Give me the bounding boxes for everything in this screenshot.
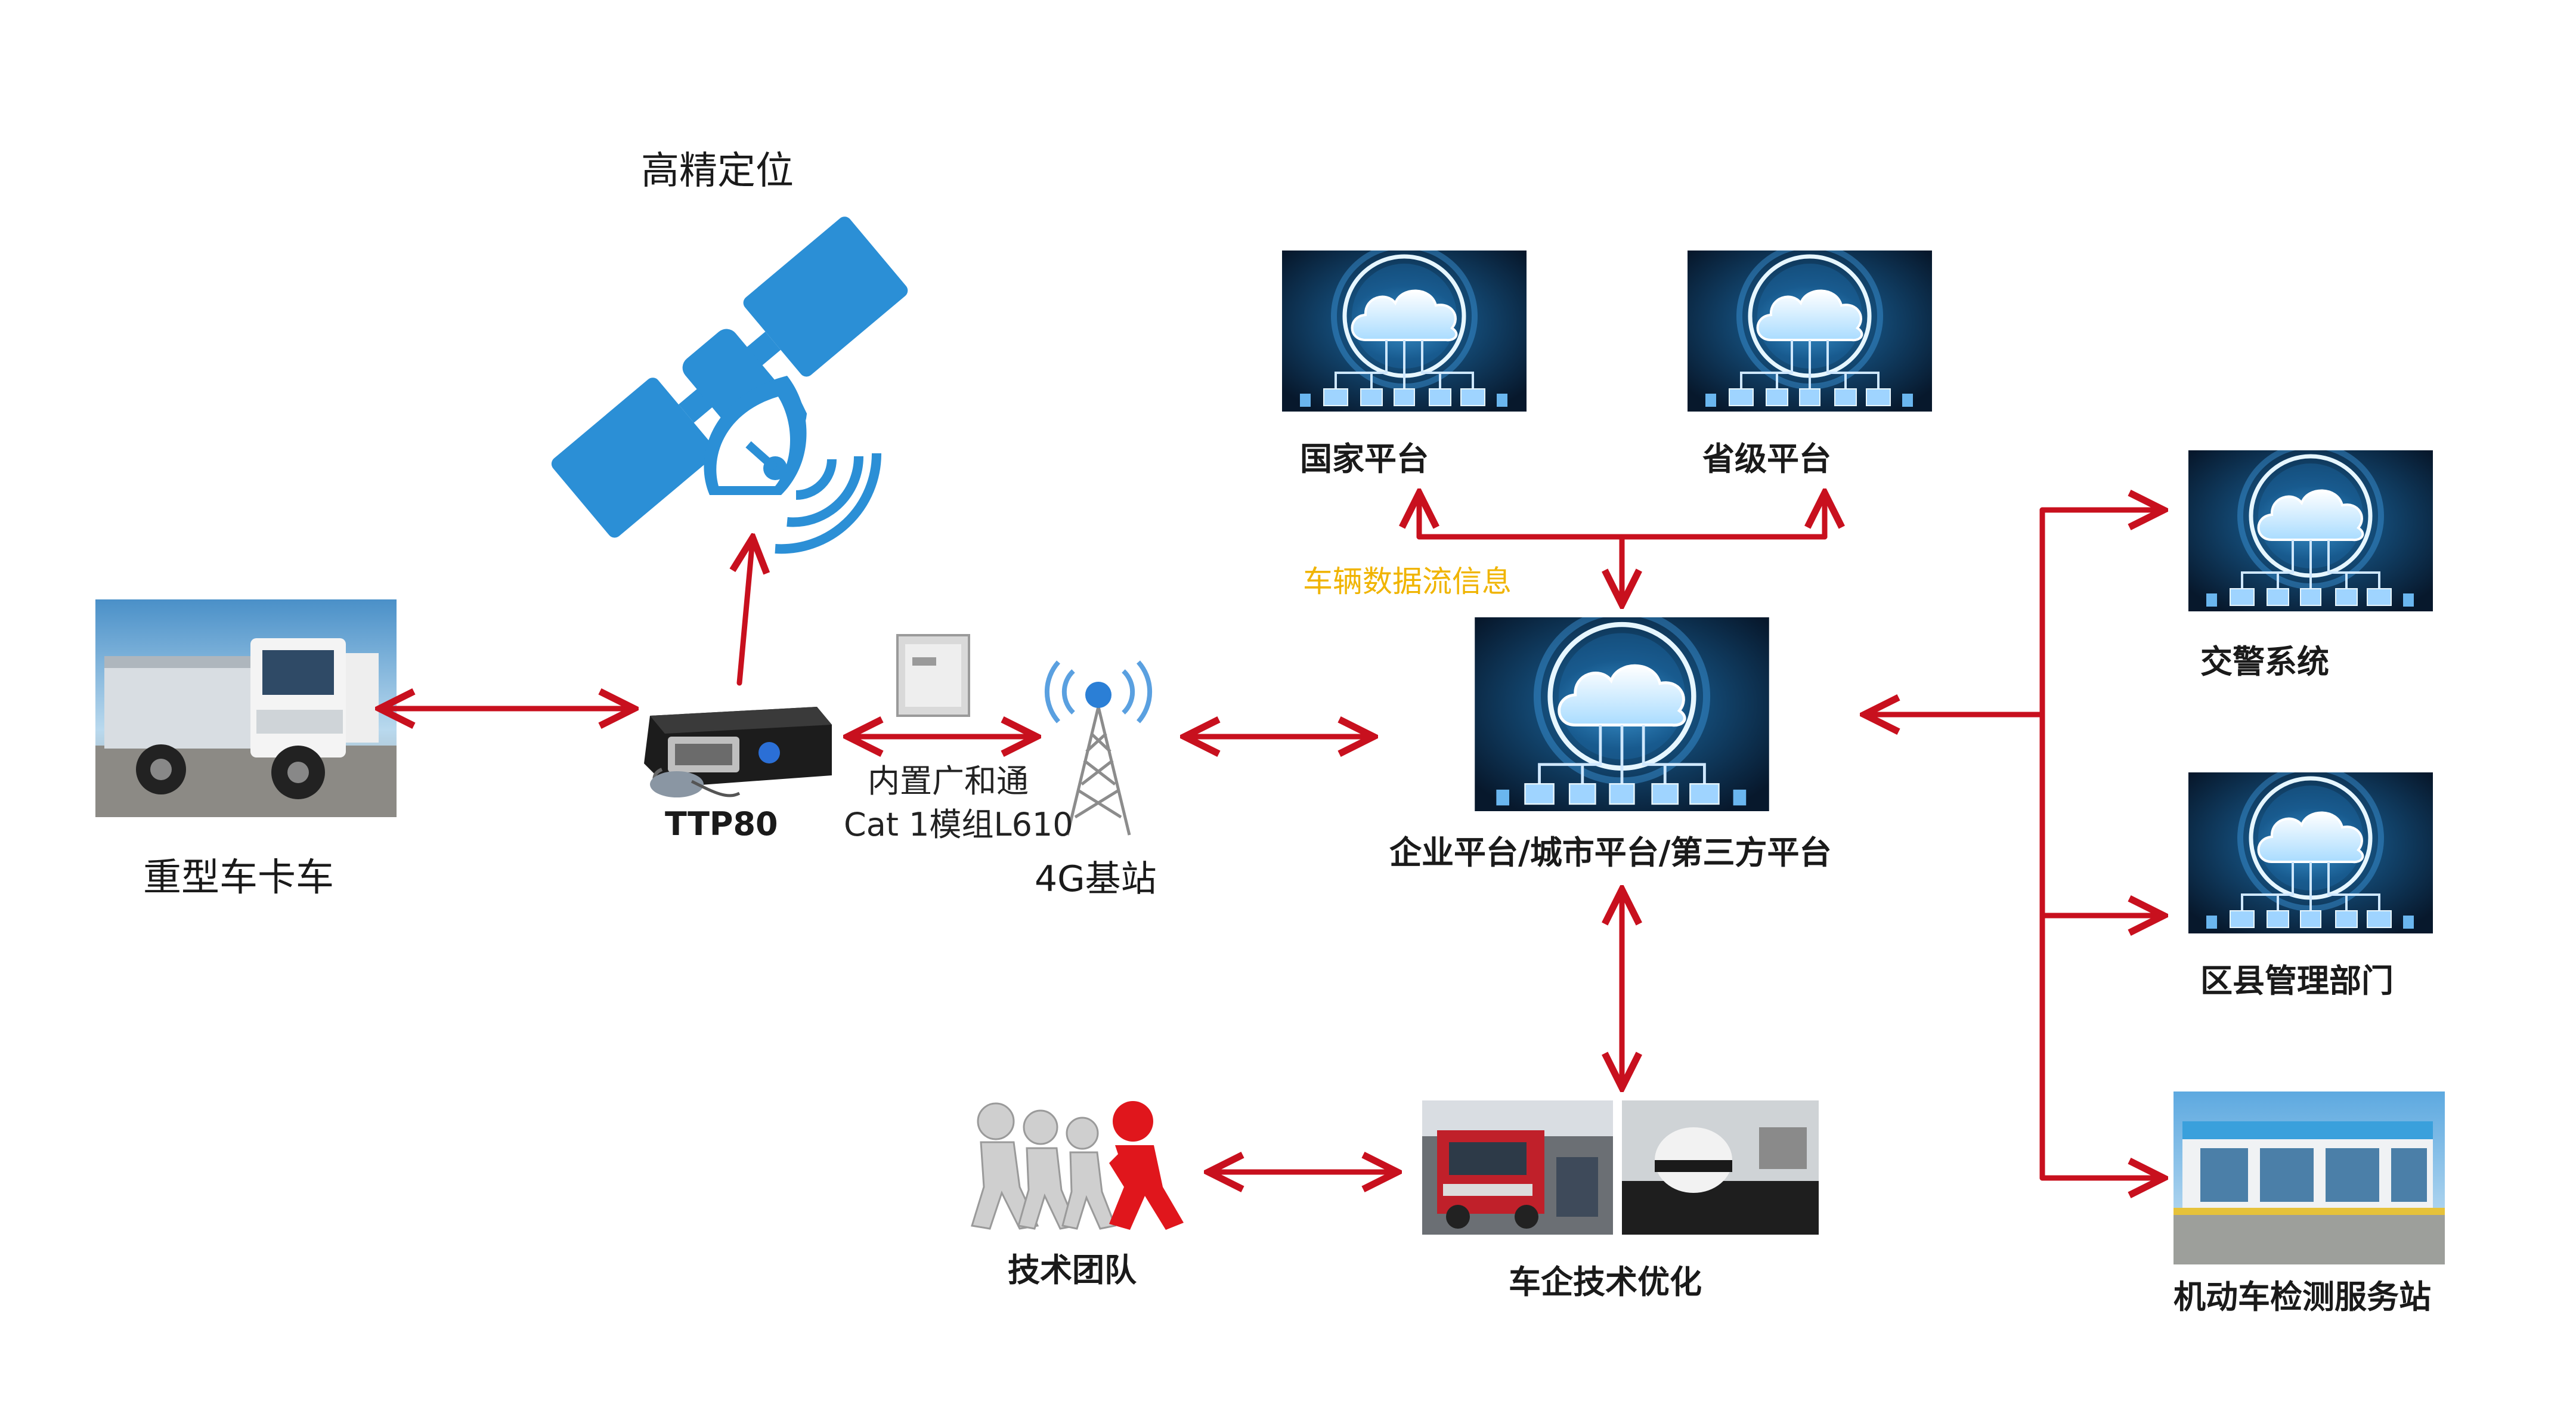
provincial-platform-icon — [1688, 246, 1932, 412]
traffic-police-icon — [2188, 446, 2433, 611]
provincial-platform-label: 省级平台 — [1702, 440, 1831, 478]
l610-module-image — [896, 634, 970, 717]
device-label: TTP80 — [665, 805, 778, 843]
truck-label: 重型车卡车 — [143, 856, 334, 900]
satellite-dish-icon — [704, 376, 882, 554]
module-label-line2: Cat 1模组L610 — [844, 806, 1073, 843]
oem-optimization-label: 车企技术优化 — [1509, 1263, 1702, 1301]
tech-team-icon — [971, 1101, 1184, 1230]
district-dept-label: 区县管理部门 — [2200, 962, 2394, 1000]
satellite-icon — [551, 217, 908, 538]
satellite-label: 高精定位 — [641, 149, 794, 193]
oem-tech-image — [1422, 1100, 1819, 1235]
enterprise-platform-label: 企业平台/城市平台/第三方平台 — [1389, 834, 1832, 871]
ttp80-device-image — [644, 707, 832, 797]
district-dept-icon — [2188, 768, 2433, 933]
data-flow-annotation: 车辆数据流信息 — [1303, 564, 1512, 599]
truck-image — [95, 599, 397, 817]
arrow-device-satellite — [739, 540, 753, 686]
traffic-police-label: 交警系统 — [2200, 643, 2329, 681]
inspection-station-label: 机动车检测服务站 — [2174, 1278, 2431, 1316]
tech-team-label: 技术团队 — [1008, 1251, 1137, 1289]
inspection-station-image — [2174, 1091, 2445, 1264]
national-platform-icon — [1282, 246, 1527, 412]
arrows — [382, 495, 2162, 1178]
tower-label: 4G基站 — [1035, 858, 1157, 900]
tower-beacon-icon — [1085, 682, 1111, 708]
arrow-enterprise-national-provincial — [1416, 495, 1828, 540]
4g-tower-icon — [1044, 660, 1153, 836]
national-platform-label: 国家平台 — [1300, 440, 1429, 478]
module-label-line1: 内置广和通 — [868, 762, 1029, 800]
enterprise-platform-icon — [1475, 611, 1769, 811]
